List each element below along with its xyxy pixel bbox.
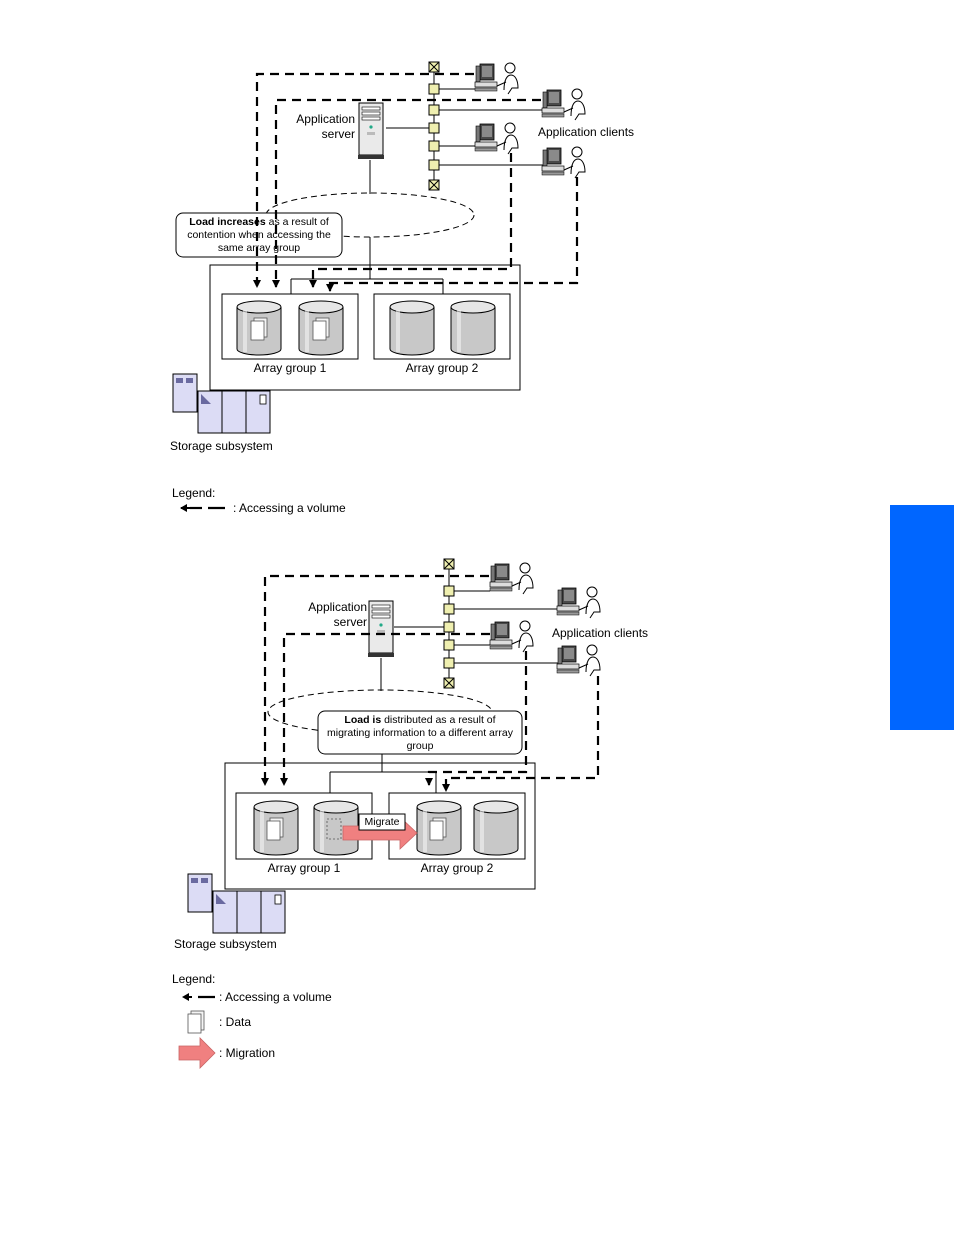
- data-icon: [429, 817, 447, 841]
- legend-data-icon: [187, 1010, 205, 1034]
- access-paths: [261, 574, 600, 792]
- callout-text: Load increases as a result of contention…: [176, 216, 342, 255]
- callout-text: Load is distributed as a result of migra…: [318, 714, 522, 753]
- access-paths: [253, 72, 579, 292]
- callout-line2: contention when accessing the: [187, 229, 331, 241]
- section-tab: [890, 505, 954, 730]
- data-icon: [312, 317, 330, 341]
- legend-access-label: : Accessing a volume: [233, 501, 346, 515]
- client-icon: [541, 88, 586, 121]
- data-icon: [250, 317, 268, 341]
- storage-icon: [187, 873, 286, 934]
- data-icon-migrated: [326, 818, 342, 840]
- storage-icon: [172, 373, 271, 434]
- server-icon: [357, 102, 385, 160]
- server-label-line1: Application: [308, 600, 367, 614]
- volume-cylinder: [449, 299, 497, 357]
- array-group-1-label: Array group 1: [267, 861, 341, 875]
- callout-bold: Load is: [344, 714, 382, 726]
- callout-bold: Load increases: [189, 216, 266, 228]
- figure-2: [178, 558, 601, 1069]
- clients-label: Application clients: [552, 626, 649, 640]
- storage-subsystem-label: Storage subsystem: [174, 937, 277, 951]
- client-icon: [489, 562, 534, 595]
- legend-title: Legend:: [172, 972, 216, 986]
- migrate-label: Migrate: [364, 816, 400, 828]
- legend-title: Legend:: [172, 486, 216, 500]
- legend-migration-label: : Migration: [219, 1046, 276, 1060]
- volume-cylinder: [472, 799, 520, 857]
- legend-migration-arrow: [178, 1037, 216, 1069]
- client-icon: [541, 146, 586, 179]
- server-icon: [367, 600, 395, 658]
- server-label-line2: server: [333, 615, 367, 629]
- client-icon: [489, 620, 534, 653]
- array-group-2-label: Array group 2: [420, 861, 494, 875]
- client-icon: [474, 122, 519, 155]
- client-icon: [474, 62, 519, 95]
- data-icon: [266, 817, 284, 841]
- callout-line1: distributed as a result of: [381, 714, 496, 726]
- server-label-line1: Application: [296, 112, 355, 126]
- callout-line1: as a result of: [265, 216, 329, 228]
- legend-data-label: : Data: [219, 1015, 252, 1029]
- server-label-line2: server: [321, 127, 355, 141]
- clients-label: Application clients: [538, 125, 635, 139]
- array-group-1-label: Array group 1: [253, 361, 327, 375]
- callout-line2: migrating information to a different arr…: [327, 727, 513, 739]
- client-icon: [556, 586, 601, 619]
- legend-access-label: : Accessing a volume: [219, 990, 332, 1004]
- figure-1: [172, 61, 586, 512]
- array-group-2-label: Array group 2: [405, 361, 479, 375]
- client-icon: [556, 644, 601, 677]
- storage-subsystem-label: Storage subsystem: [170, 439, 273, 453]
- volume-cylinder: [388, 299, 436, 357]
- callout-line3: same array group: [217, 242, 301, 254]
- callout-line3: group: [406, 740, 434, 752]
